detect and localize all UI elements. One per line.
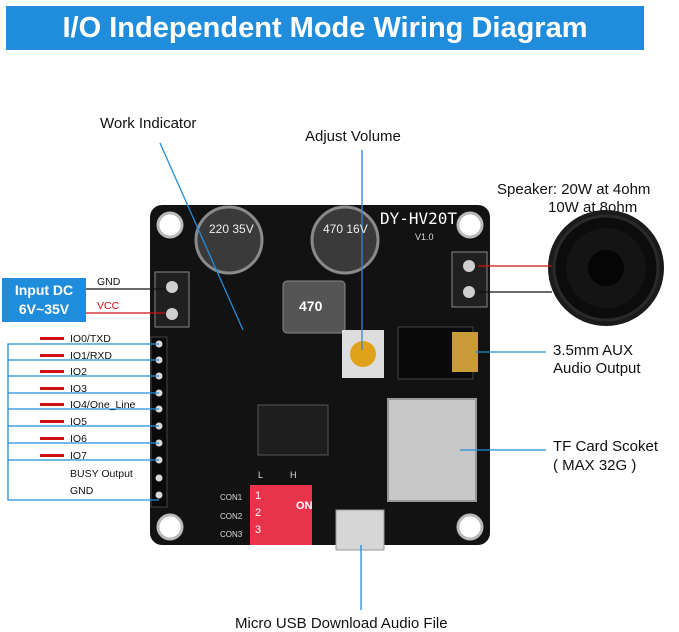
gnd-wire-label: GND bbox=[97, 276, 121, 288]
switch-number-2: 2 bbox=[255, 507, 262, 519]
input-dc-line1: Input DC bbox=[14, 282, 74, 298]
speaker-spec-line2: 10W at 8ohm bbox=[548, 199, 638, 216]
io-pin-label: IO0/TXD bbox=[70, 333, 111, 345]
switch-on-label: ON bbox=[296, 500, 313, 512]
con3-label: CON3 bbox=[220, 530, 243, 539]
work-indicator-label: Work Indicator bbox=[100, 115, 197, 132]
tf-card-label-line1: TF Card Scoket bbox=[553, 438, 659, 455]
capacitor-1-label: 220 35V bbox=[209, 222, 254, 236]
tf-card-label-line2: ( MAX 32G ) bbox=[553, 457, 637, 474]
io-pin-label: IO4/One_Line bbox=[70, 399, 136, 411]
io-pin-label: BUSY Output bbox=[70, 468, 133, 480]
aux-label-line1: 3.5mm AUX bbox=[553, 342, 634, 359]
switch-h-label: H bbox=[290, 470, 297, 480]
io-pin-label: GND bbox=[70, 485, 94, 497]
con1-label: CON1 bbox=[220, 493, 243, 502]
inductor-label: 470 bbox=[299, 298, 323, 314]
board-version: V1.0 bbox=[415, 232, 434, 242]
aux-label-line2: Audio Output bbox=[553, 360, 641, 377]
speaker-spec-line1: Speaker: 20W at 4ohm bbox=[497, 181, 651, 198]
pcb-board bbox=[150, 205, 490, 551]
io-pin-label: IO3 bbox=[70, 383, 87, 395]
io-pin-label: IO1/RXD bbox=[70, 350, 113, 362]
io-pin-label: IO6 bbox=[70, 433, 87, 445]
con2-label: CON2 bbox=[220, 512, 243, 521]
input-dc-line2: 6V~35V bbox=[18, 301, 70, 317]
board-model: DY-HV20T bbox=[380, 209, 458, 228]
diagram-title: I/O Independent Mode Wiring Diagram bbox=[6, 6, 644, 50]
io-pin-label: IO5 bbox=[70, 416, 87, 428]
switch-number-1: 1 bbox=[255, 490, 262, 502]
vcc-wire-label: VCC bbox=[97, 300, 120, 312]
capacitor-2-label: 470 16V bbox=[323, 222, 368, 236]
input-dc-box: Input DC 6V~35V bbox=[2, 278, 86, 322]
adjust-volume-label: Adjust Volume bbox=[305, 128, 401, 145]
switch-number-3: 3 bbox=[255, 524, 262, 536]
speaker-icon bbox=[548, 210, 664, 326]
io-pin-label: IO7 bbox=[70, 450, 87, 462]
switch-l-label: L bbox=[258, 470, 264, 480]
io-pin-label: IO2 bbox=[70, 366, 87, 378]
micro-usb-label: Micro USB Download Audio File bbox=[235, 615, 448, 632]
